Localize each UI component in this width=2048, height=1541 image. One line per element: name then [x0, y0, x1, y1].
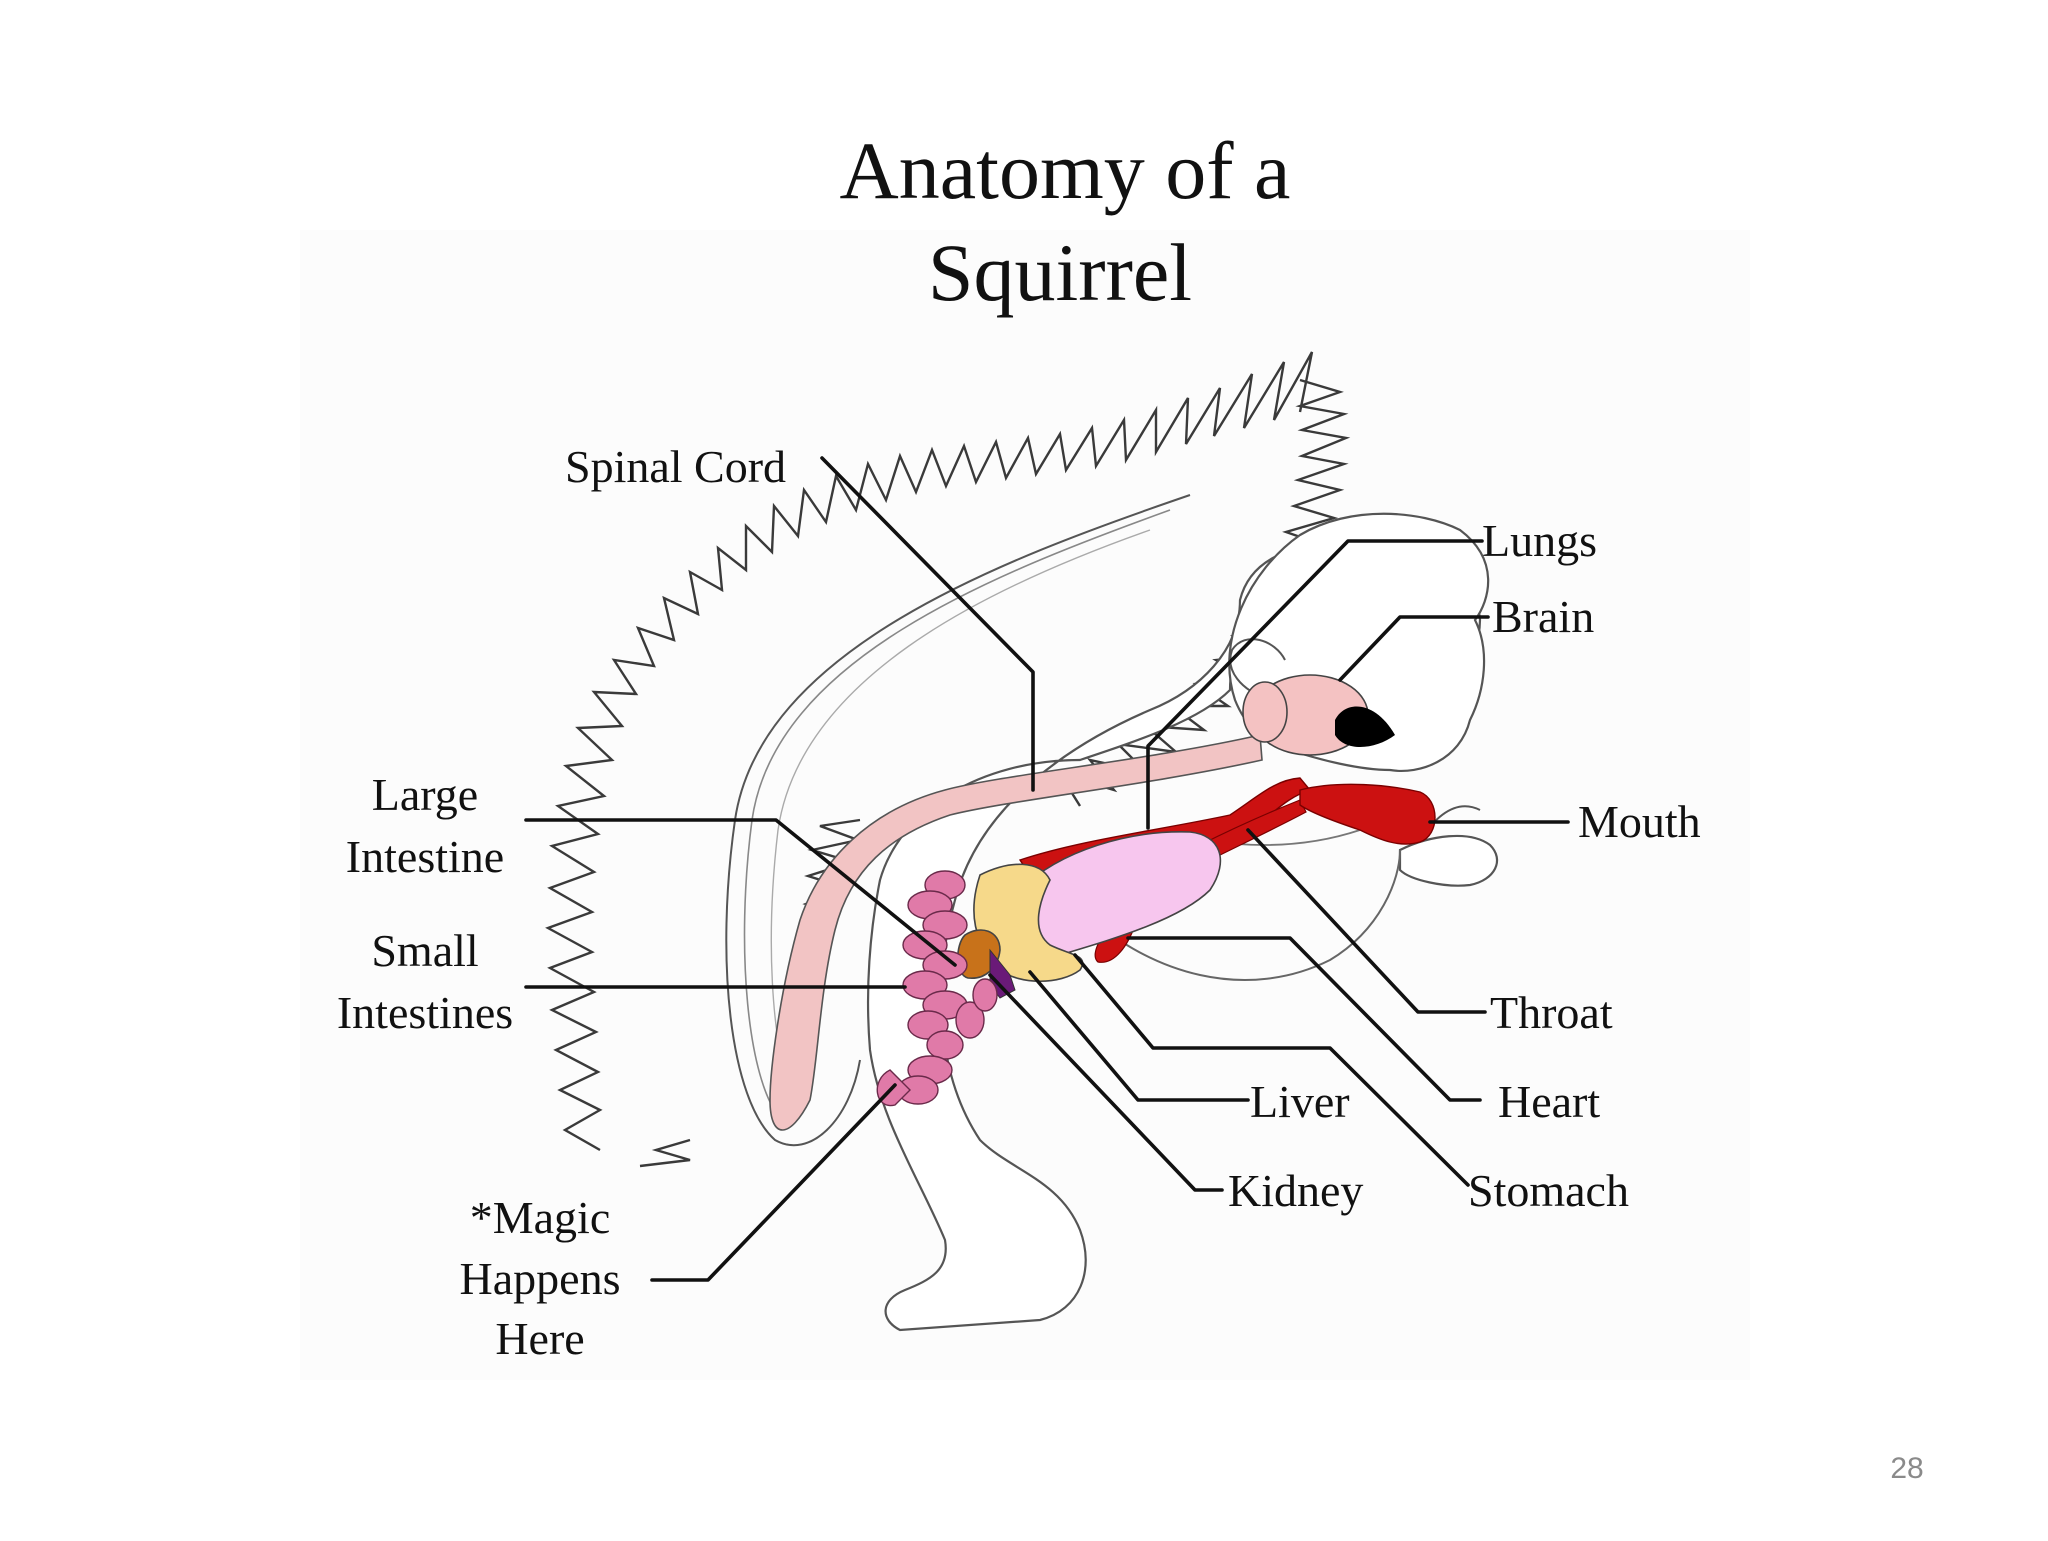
leader-spinal-cord: [820, 456, 1035, 792]
label-heart: Heart: [1498, 1076, 1600, 1127]
leader-large-intestine: [524, 818, 957, 967]
label-kidney: Kidney: [1228, 1165, 1363, 1216]
leader-magic: [650, 1083, 897, 1282]
diagram-title-line2: Squirrel: [928, 227, 1192, 318]
label-liver: Liver: [1250, 1076, 1350, 1127]
label-lungs: Lungs: [1482, 515, 1597, 566]
tail-fur-outer: [545, 351, 1314, 1152]
front-paw: [1398, 834, 1499, 887]
leader-lungs: [1146, 539, 1484, 830]
labels: Spinal Cord Lungs Brain Mouth Large Inte…: [337, 441, 1701, 1364]
leader-liver: [1028, 970, 1250, 1102]
mouth-organ: [1299, 783, 1436, 845]
tail-inner-curve-2: [743, 509, 1171, 1119]
leader-stomach: [1073, 953, 1470, 1187]
belly-line: [1069, 849, 1401, 981]
label-magic-line2: Happens: [460, 1253, 621, 1304]
label-mouth: Mouth: [1578, 796, 1701, 847]
label-magic-line3: Here: [495, 1313, 584, 1364]
diagram-title-line1: Anatomy of a: [840, 125, 1291, 216]
organs: [769, 674, 1436, 1131]
label-magic-line1: *Magic: [470, 1192, 611, 1243]
eye: [1335, 706, 1395, 748]
label-throat: Throat: [1490, 987, 1613, 1038]
label-small-intestines-line2: Intestines: [337, 987, 513, 1038]
label-spinal-cord: Spinal Cord: [565, 441, 786, 492]
label-small-intestines-line1: Small: [371, 925, 478, 976]
tail-inner-curve-3: [770, 529, 1151, 1091]
page-number: 28: [1890, 1452, 1923, 1485]
label-brain: Brain: [1492, 591, 1594, 642]
label-large-intestine-line2: Intestine: [346, 831, 504, 882]
ear-line: [1229, 638, 1286, 701]
leader-brain: [1338, 615, 1490, 682]
leader-heart: [1126, 936, 1482, 1102]
leader-lines: [524, 456, 1570, 1282]
tail-fur-inner: [639, 1138, 691, 1168]
tail-inner-curve-1: [725, 494, 1191, 1147]
leader-throat: [1246, 828, 1487, 1014]
label-large-intestine-line1: Large: [372, 769, 478, 820]
label-stomach: Stomach: [1468, 1165, 1629, 1216]
throat-organ: [1199, 799, 1307, 861]
spinal-cord: [769, 734, 1263, 1131]
leader-kidney: [988, 973, 1224, 1192]
brain-stem: [1242, 681, 1288, 743]
